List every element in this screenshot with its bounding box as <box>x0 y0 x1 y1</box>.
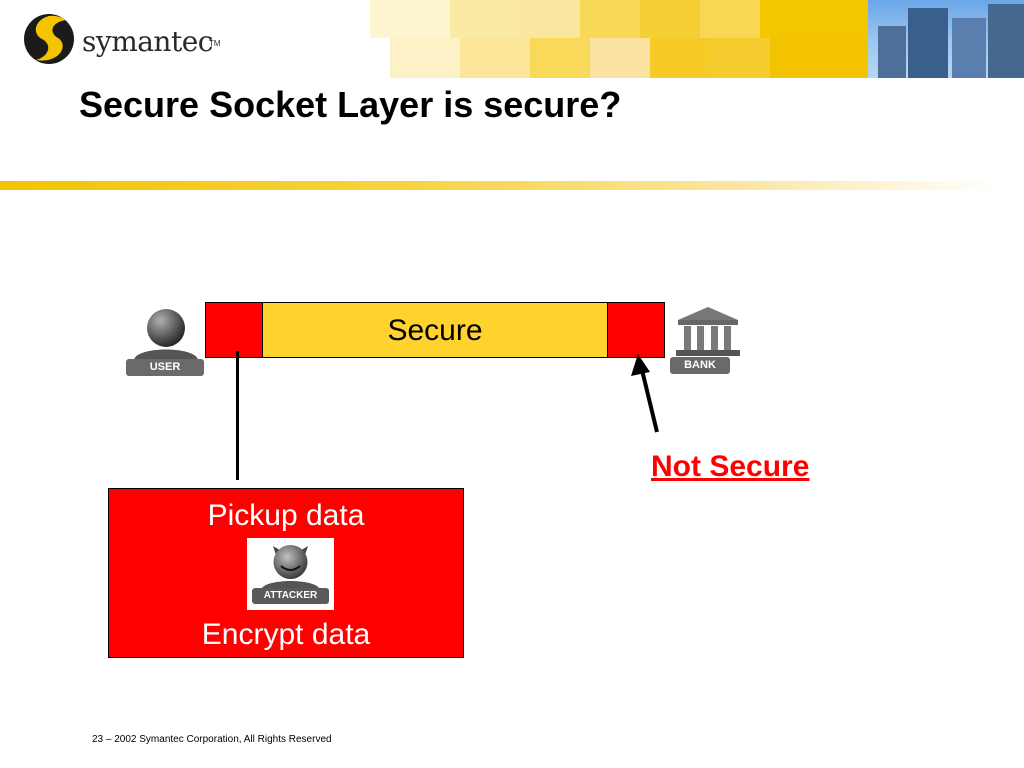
bank-icon <box>668 304 748 358</box>
attacker-node: ATTACKER <box>247 538 334 610</box>
attacker-devil-icon <box>247 538 334 590</box>
city-skyline-image <box>868 0 1024 78</box>
header-banner <box>370 0 1024 78</box>
secure-label: Secure <box>264 314 606 348</box>
attacker-box: Pickup data ATTACKER Encrypt data <box>108 488 464 658</box>
title-divider <box>0 181 1000 190</box>
unencrypted-endpoint-bank <box>607 303 664 357</box>
symantec-logo: symantec TM <box>22 12 222 66</box>
arrow-up-icon <box>620 352 680 436</box>
ssl-channel: Secure <box>205 302 665 358</box>
logo-wordmark: symantec <box>82 25 213 58</box>
user-icon <box>126 306 206 360</box>
encrypt-data-label: Encrypt data <box>109 618 463 652</box>
trademark-mark: TM <box>209 39 221 48</box>
attacker-label: ATTACKER <box>252 588 329 604</box>
not-secure-label: Not Secure <box>651 450 809 484</box>
symantec-globe-icon <box>22 12 78 66</box>
user-node: USER <box>126 306 206 376</box>
user-label: USER <box>126 359 204 376</box>
footer-copyright: 23 – 2002 Symantec Corporation, All Righ… <box>92 734 332 745</box>
pickup-data-label: Pickup data <box>109 499 463 533</box>
slide-title: Secure Socket Layer is secure? <box>79 84 621 126</box>
bank-node: BANK <box>668 304 748 374</box>
unencrypted-endpoint-user <box>206 303 263 357</box>
interception-line <box>236 351 239 480</box>
